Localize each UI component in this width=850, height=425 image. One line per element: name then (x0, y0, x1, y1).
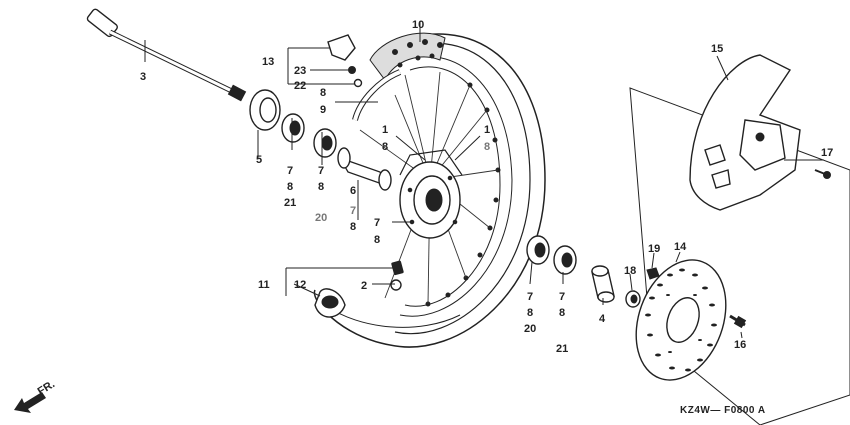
label-8-g2: 8 (318, 181, 324, 193)
label-14: 14 (674, 241, 687, 253)
rim-lock (327, 34, 363, 88)
label-3: 3 (140, 71, 146, 83)
label-19: 19 (648, 243, 660, 255)
label-7-g2: 7 (318, 165, 324, 177)
diagram-code: KZ4W— F0800 A (680, 405, 766, 416)
label-4: 4 (599, 313, 606, 325)
label-12: 12 (294, 279, 306, 291)
front-hub (399, 149, 463, 239)
label-20-g2: 20 (315, 212, 327, 224)
front-direction-arrow: FR. (14, 378, 57, 413)
cover-screw (814, 169, 831, 179)
front-wheel (313, 32, 546, 348)
front-axle (86, 8, 247, 102)
disc-cover (689, 54, 801, 211)
brake-disc (635, 259, 727, 381)
label-1-left: 1 (382, 124, 388, 136)
label-8-g4: 8 (559, 307, 565, 319)
label-7-hub: 7 (374, 217, 380, 229)
label-8-tube: 8 (320, 87, 326, 99)
label-7-collar: 7 (350, 205, 356, 217)
label-10: 10 (412, 19, 424, 31)
label-7-g3: 7 (527, 291, 533, 303)
label-6: 6 (350, 185, 356, 197)
label-11: 11 (258, 279, 270, 291)
label-2: 2 (361, 280, 367, 292)
label-17: 17 (821, 147, 833, 159)
label-8-g3: 8 (527, 307, 533, 319)
label-8-collar: 8 (350, 221, 356, 233)
disc-nut (625, 290, 641, 308)
disc-washer (646, 267, 660, 280)
leader-lines (144, 22, 824, 339)
label-20-g3: 20 (524, 323, 536, 335)
bearing-right-inner (526, 235, 550, 265)
tire-tread (369, 32, 446, 81)
side-collar (591, 265, 615, 303)
label-5: 5 (256, 154, 262, 166)
label-22: 22 (294, 80, 306, 92)
label-21-g4: 21 (556, 343, 568, 355)
bearing-left-inner (313, 128, 337, 158)
label-8-hub: 8 (374, 234, 380, 246)
label-16: 16 (734, 339, 746, 351)
label-15: 15 (711, 43, 723, 55)
bearing-right-outer (553, 245, 577, 275)
label-8-g1: 8 (287, 181, 293, 193)
label-8-right: 8 (484, 141, 490, 153)
label-8-left: 8 (382, 141, 388, 153)
label-7-g4: 7 (559, 291, 565, 303)
bearing-left-outer (281, 113, 305, 143)
part-labels: 3 5 7 8 21 7 8 20 6 7 8 7 8 1 8 1 8 8 9 … (140, 19, 833, 355)
label-13: 13 (262, 56, 274, 68)
label-18: 18 (624, 265, 636, 277)
disc-bolt (729, 314, 747, 329)
label-23: 23 (294, 65, 306, 77)
distance-collar (337, 147, 392, 191)
rim-band (314, 288, 346, 318)
label-21-g1: 21 (284, 197, 296, 209)
label-7-g1: 7 (287, 165, 293, 177)
label-1-right: 1 (484, 124, 490, 136)
dust-seal (249, 89, 281, 131)
valve-nut (390, 260, 404, 291)
label-9: 9 (320, 104, 326, 116)
